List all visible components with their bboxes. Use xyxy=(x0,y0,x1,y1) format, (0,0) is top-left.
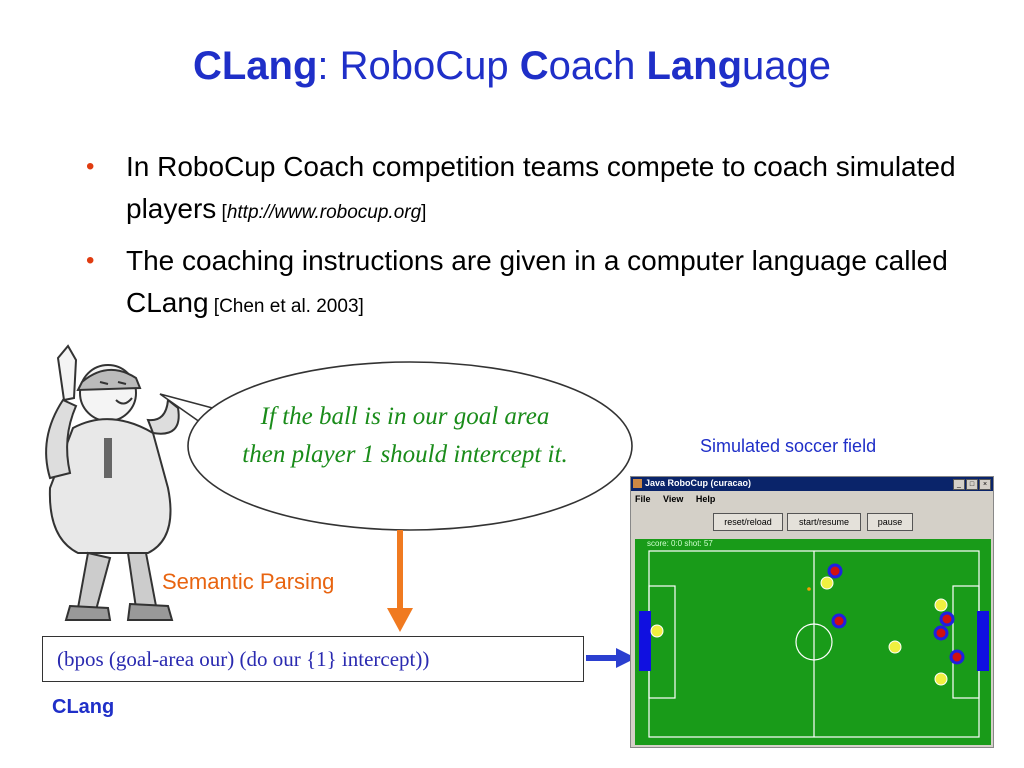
bullet-dot: • xyxy=(86,153,95,180)
citation: [Chen et al. 2003] xyxy=(208,296,364,317)
bubble-text: If the ball is in our goal area then pla… xyxy=(242,403,568,468)
soccer-pitch: score: 0:0 shot: 57 xyxy=(635,539,991,745)
blue-red-players xyxy=(827,563,965,665)
title-text: uage xyxy=(742,44,832,88)
down-arrow-icon xyxy=(387,530,413,632)
clang-label: CLang xyxy=(52,696,115,718)
bullet-text: In RoboCup Coach competition teams compe… xyxy=(126,151,956,224)
title-text: : RoboCup xyxy=(317,44,520,88)
coach-cartoon-image xyxy=(45,344,180,621)
right-arrow-icon xyxy=(586,648,636,668)
field-caption: Simulated soccer field xyxy=(700,436,877,456)
window-title-bar: Java RoboCup (curacao) _ □ × xyxy=(631,477,993,491)
citation-open: [ xyxy=(216,202,227,223)
bullet-item: • The coaching instructions are given in… xyxy=(86,240,986,328)
citation-link[interactable]: http://www.robocup.org xyxy=(226,202,422,223)
right-goal xyxy=(977,611,989,671)
slide-title: CLang: RoboCup Coach Language xyxy=(0,44,1024,89)
bullet-list: • In RoboCup Coach competition teams com… xyxy=(86,146,986,334)
close-button[interactable]: × xyxy=(979,479,991,490)
minimize-button[interactable]: _ xyxy=(953,479,965,490)
score-readout: score: 0:0 shot: 57 xyxy=(647,539,713,548)
bullet-text: The coaching instructions are given in a… xyxy=(126,245,948,318)
yellow-players xyxy=(650,576,948,686)
title-c: C xyxy=(519,44,549,88)
left-goal xyxy=(639,611,651,671)
citation-close: ] xyxy=(421,202,427,223)
clang-expression: (bpos (goal-area our) (do our {1} interc… xyxy=(57,647,430,671)
maximize-button[interactable]: □ xyxy=(966,479,978,490)
clang-expression-box: (bpos (goal-area our) (do our {1} interc… xyxy=(42,636,584,682)
reset-reload-button[interactable]: reset/reload xyxy=(713,513,783,531)
pause-button[interactable]: pause xyxy=(867,513,913,531)
bullet-dot: • xyxy=(86,247,95,274)
semantic-parsing-label: Semantic Parsing xyxy=(162,569,335,594)
speech-bubble xyxy=(159,361,633,531)
menu-file[interactable]: File xyxy=(635,494,651,504)
title-clang: CLang xyxy=(192,44,318,88)
java-app-icon xyxy=(633,479,642,488)
pitch-drawing xyxy=(639,550,989,738)
title-text: oach xyxy=(548,44,647,88)
window-title: Java RoboCup (curacao) xyxy=(645,478,752,488)
menu-help[interactable]: Help xyxy=(695,494,716,504)
title-lang: Lang xyxy=(646,44,743,88)
menu-bar: File View Help xyxy=(635,494,725,504)
soccer-simulator-window: Java RoboCup (curacao) _ □ × File View H… xyxy=(630,476,994,748)
start-resume-button[interactable]: start/resume xyxy=(787,513,861,531)
ball xyxy=(807,587,811,591)
bullet-item: • In RoboCup Coach competition teams com… xyxy=(86,146,986,234)
menu-view[interactable]: View xyxy=(663,494,684,504)
